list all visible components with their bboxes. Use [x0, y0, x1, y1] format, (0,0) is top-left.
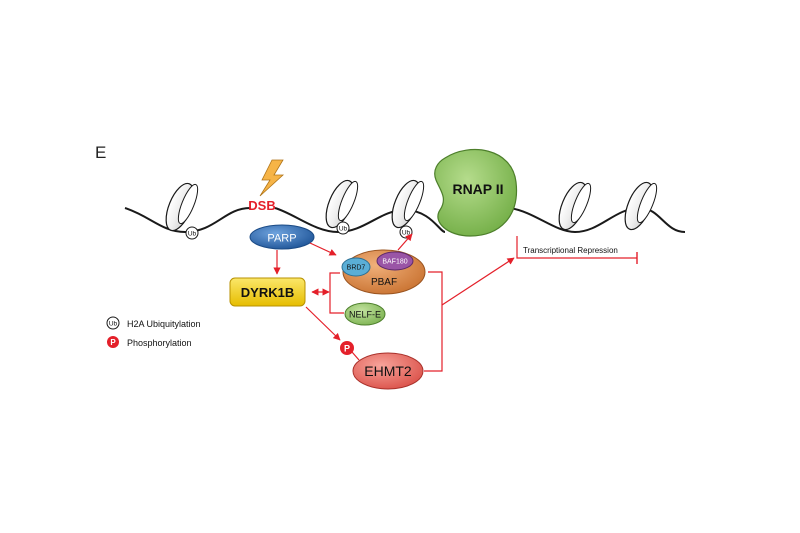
nucleosome-5 — [624, 181, 658, 231]
nucleosome-4 — [558, 181, 592, 231]
rnap2-label: RNAP II — [452, 181, 503, 197]
dsb-label: DSB — [248, 198, 275, 213]
ub-mark-2-label: Ub — [339, 226, 348, 233]
repression-label: Transcriptional Repression — [523, 246, 618, 255]
phospho-link — [351, 351, 360, 361]
legend-ub-symbol: Ub — [109, 321, 118, 328]
ub-mark-1: Ub — [185, 226, 199, 240]
nucleosome-2 — [325, 179, 359, 229]
baf180-label: BAF180 — [382, 259, 407, 266]
arrow-parp-to-pbaf — [309, 242, 337, 256]
dna-strand-right — [509, 206, 686, 234]
pbaf-label: PBAF — [371, 277, 397, 288]
parp-protein — [249, 224, 315, 250]
nelf-e-protein — [344, 302, 386, 326]
bracket-right-pbaf-ehmt2 — [424, 271, 443, 372]
arrow-dyrk1b-to-ehmt2 — [305, 306, 341, 341]
nucleosome-1 — [165, 182, 199, 232]
rnap2-complex — [434, 148, 518, 237]
ub-mark-1-label: Ub — [188, 231, 197, 238]
legend-p-symbol: P — [110, 338, 116, 347]
inhibition-line — [516, 236, 637, 259]
panel-label: E — [95, 143, 106, 162]
phospho-mark-label: P — [344, 344, 350, 354]
ub-mark-2: Ub — [336, 221, 350, 235]
dna-strand-left — [124, 207, 251, 234]
bracket-pbaf-nelf — [329, 272, 344, 314]
arrow-to-repression — [441, 257, 515, 306]
ehmt2-protein — [352, 352, 424, 390]
legend-ub-label: H2A Ubiquitylation — [127, 319, 201, 329]
dyrk1b-protein — [229, 277, 306, 307]
nelf-e-label: NELF-E — [349, 310, 381, 320]
ehmt2-label: EHMT2 — [364, 363, 412, 379]
legend-item-ub: Ub H2A Ubiquitylation — [106, 316, 201, 330]
dna-strand-middle — [274, 207, 446, 234]
legend: Ub H2A Ubiquitylation P Phosphorylation — [106, 316, 201, 348]
phospho-mark — [340, 341, 354, 355]
arrow-pbaf-to-rnap2 — [397, 233, 413, 251]
ub-mark-3-label: Ub — [402, 230, 411, 237]
legend-p-label: Phosphorylation — [127, 338, 192, 348]
brd7-subunit — [341, 257, 371, 277]
baf180-subunit — [376, 251, 414, 271]
nucleosome-3 — [391, 179, 425, 229]
parp-label: PARP — [267, 233, 296, 245]
lightning-bolt-icon — [259, 159, 285, 197]
brd7-label: BRD7 — [347, 265, 366, 272]
dyrk1b-label: DYRK1B — [241, 285, 294, 300]
legend-item-phospho: P Phosphorylation — [107, 336, 192, 348]
